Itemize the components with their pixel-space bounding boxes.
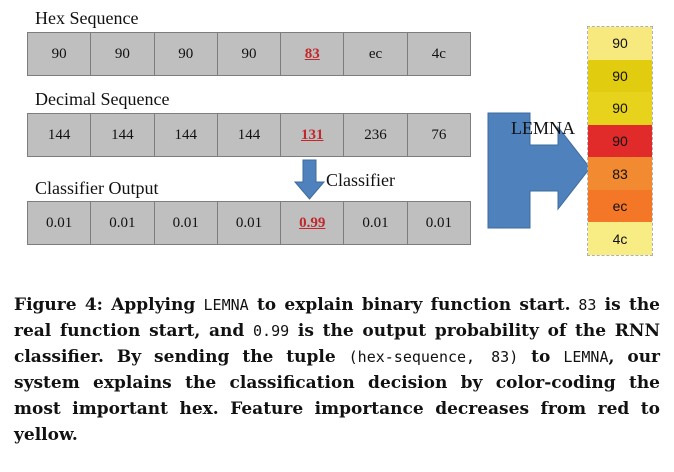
caption-code: 83 (578, 296, 597, 314)
heatmap-cell: 90 (588, 124, 652, 158)
decimal-cell: 144 (218, 114, 282, 156)
caption-code: LEMNA (563, 348, 609, 366)
output-cell: 0.01 (28, 202, 92, 244)
heatmap-cell: 90 (588, 27, 652, 60)
classifier-arrow (293, 159, 326, 200)
hex-sequence-label: Hex Sequence (35, 8, 139, 28)
hex-cell: 83 (281, 33, 345, 75)
decimal-sequence-label: Decimal Sequence (35, 89, 170, 109)
decimal-cell: 76 (431, 126, 447, 143)
caption-figure-label: Figure 4: (14, 295, 103, 315)
heatmap-cell: 83 (588, 157, 652, 190)
output-cell: 0.01 (425, 214, 452, 231)
output-cell: 0.01 (344, 202, 408, 244)
lemna-arrow (487, 112, 591, 229)
caption-text: to explain binary function start. (248, 295, 571, 315)
heatmap-cell: ec (588, 189, 652, 223)
output-cell: 0.01 (91, 202, 155, 244)
output-cell: 0.01 (218, 202, 282, 244)
hex-cell: 90 (91, 33, 155, 75)
figure-caption: Figure 4: Applying LEMNA to explain bina… (14, 292, 660, 448)
output-cell: 0.01 (155, 202, 218, 244)
hex-cell: 4c (431, 45, 446, 62)
caption-text: is the output probability of the RNN cla… (14, 321, 660, 367)
heatmap-cell: 4c (588, 222, 652, 256)
lemna-arrow-label: LEMNA (511, 118, 575, 138)
hex-cell: ec (344, 33, 408, 75)
decimal-cell: 144 (28, 114, 92, 156)
caption-text: , our system explains the classification… (14, 347, 661, 445)
hex-cell: 90 (155, 33, 218, 75)
decimal-cell: 131 (281, 114, 345, 156)
output-cell: 0.99 (281, 202, 345, 244)
classifier-arrow-label: Classifier (326, 170, 395, 190)
caption-text: to (518, 347, 564, 367)
hex-cell: 90 (28, 33, 92, 75)
caption-code: (hex-sequence, 83) (348, 348, 519, 366)
hex-cell: 90 (218, 33, 282, 75)
classifier-output-label: Classifier Output (35, 178, 159, 198)
caption-code: 0.99 (253, 322, 290, 340)
caption-code: LEMNA (203, 296, 249, 314)
heatmap-cell: 90 (588, 92, 652, 125)
decimal-cell: 144 (155, 114, 218, 156)
decimal-cell: 144 (91, 114, 155, 156)
caption-text: Applying (102, 295, 204, 315)
decimal-cell: 236 (344, 114, 408, 156)
heatmap-cell: 90 (588, 59, 652, 93)
caption-text: is the real function start, and (14, 295, 660, 341)
